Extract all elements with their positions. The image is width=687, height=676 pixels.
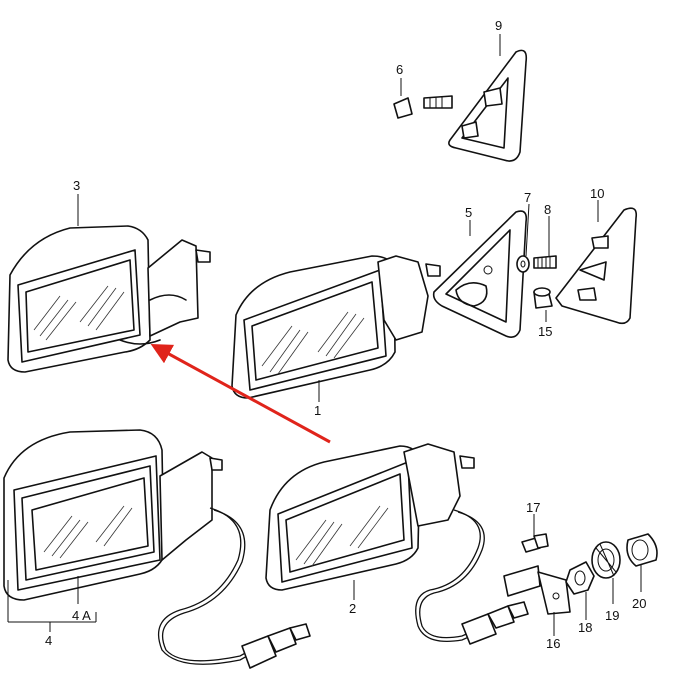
mirror-2 — [265, 443, 475, 591]
cap-20 — [626, 533, 658, 567]
callout-9: 9 — [495, 18, 502, 33]
callout-4: 4 — [45, 633, 52, 648]
bracket-10 — [555, 207, 638, 325]
bracket-16 — [503, 565, 571, 615]
callout-5: 5 — [465, 205, 472, 220]
callout-20: 20 — [632, 596, 646, 611]
mirror-3 — [7, 225, 211, 373]
plug-15 — [533, 287, 553, 309]
callout-8: 8 — [544, 202, 551, 217]
callout-4a: 4 A — [72, 608, 91, 623]
callout-7: 7 — [524, 190, 531, 205]
callout-16: 16 — [546, 636, 560, 651]
callout-15: 15 — [538, 324, 552, 339]
cover-5 — [432, 210, 528, 338]
washer-7 — [516, 255, 530, 273]
callout-3: 3 — [73, 178, 80, 193]
adjuster-19 — [591, 541, 621, 579]
cable-left — [157, 507, 311, 669]
callout-labels: 3 1 6 9 5 7 8 10 15 2 4 A 4 17 16 18 19 … — [45, 18, 646, 651]
leader-lines — [7, 34, 642, 636]
callout-19: 19 — [605, 608, 619, 623]
screw-6 — [393, 95, 453, 119]
screw-17 — [521, 533, 549, 553]
pointer-arrow — [150, 343, 331, 444]
callout-2: 2 — [349, 601, 356, 616]
cable-right — [415, 509, 529, 645]
screw-8 — [533, 255, 557, 269]
mirror-4 — [3, 429, 223, 601]
triangle-9 — [448, 49, 528, 162]
callout-10: 10 — [590, 186, 604, 201]
mirror-1 — [231, 255, 441, 399]
callout-1: 1 — [314, 403, 321, 418]
callout-6: 6 — [396, 62, 403, 77]
nut-18 — [565, 561, 595, 595]
callout-17: 17 — [526, 500, 540, 515]
callout-18: 18 — [578, 620, 592, 635]
